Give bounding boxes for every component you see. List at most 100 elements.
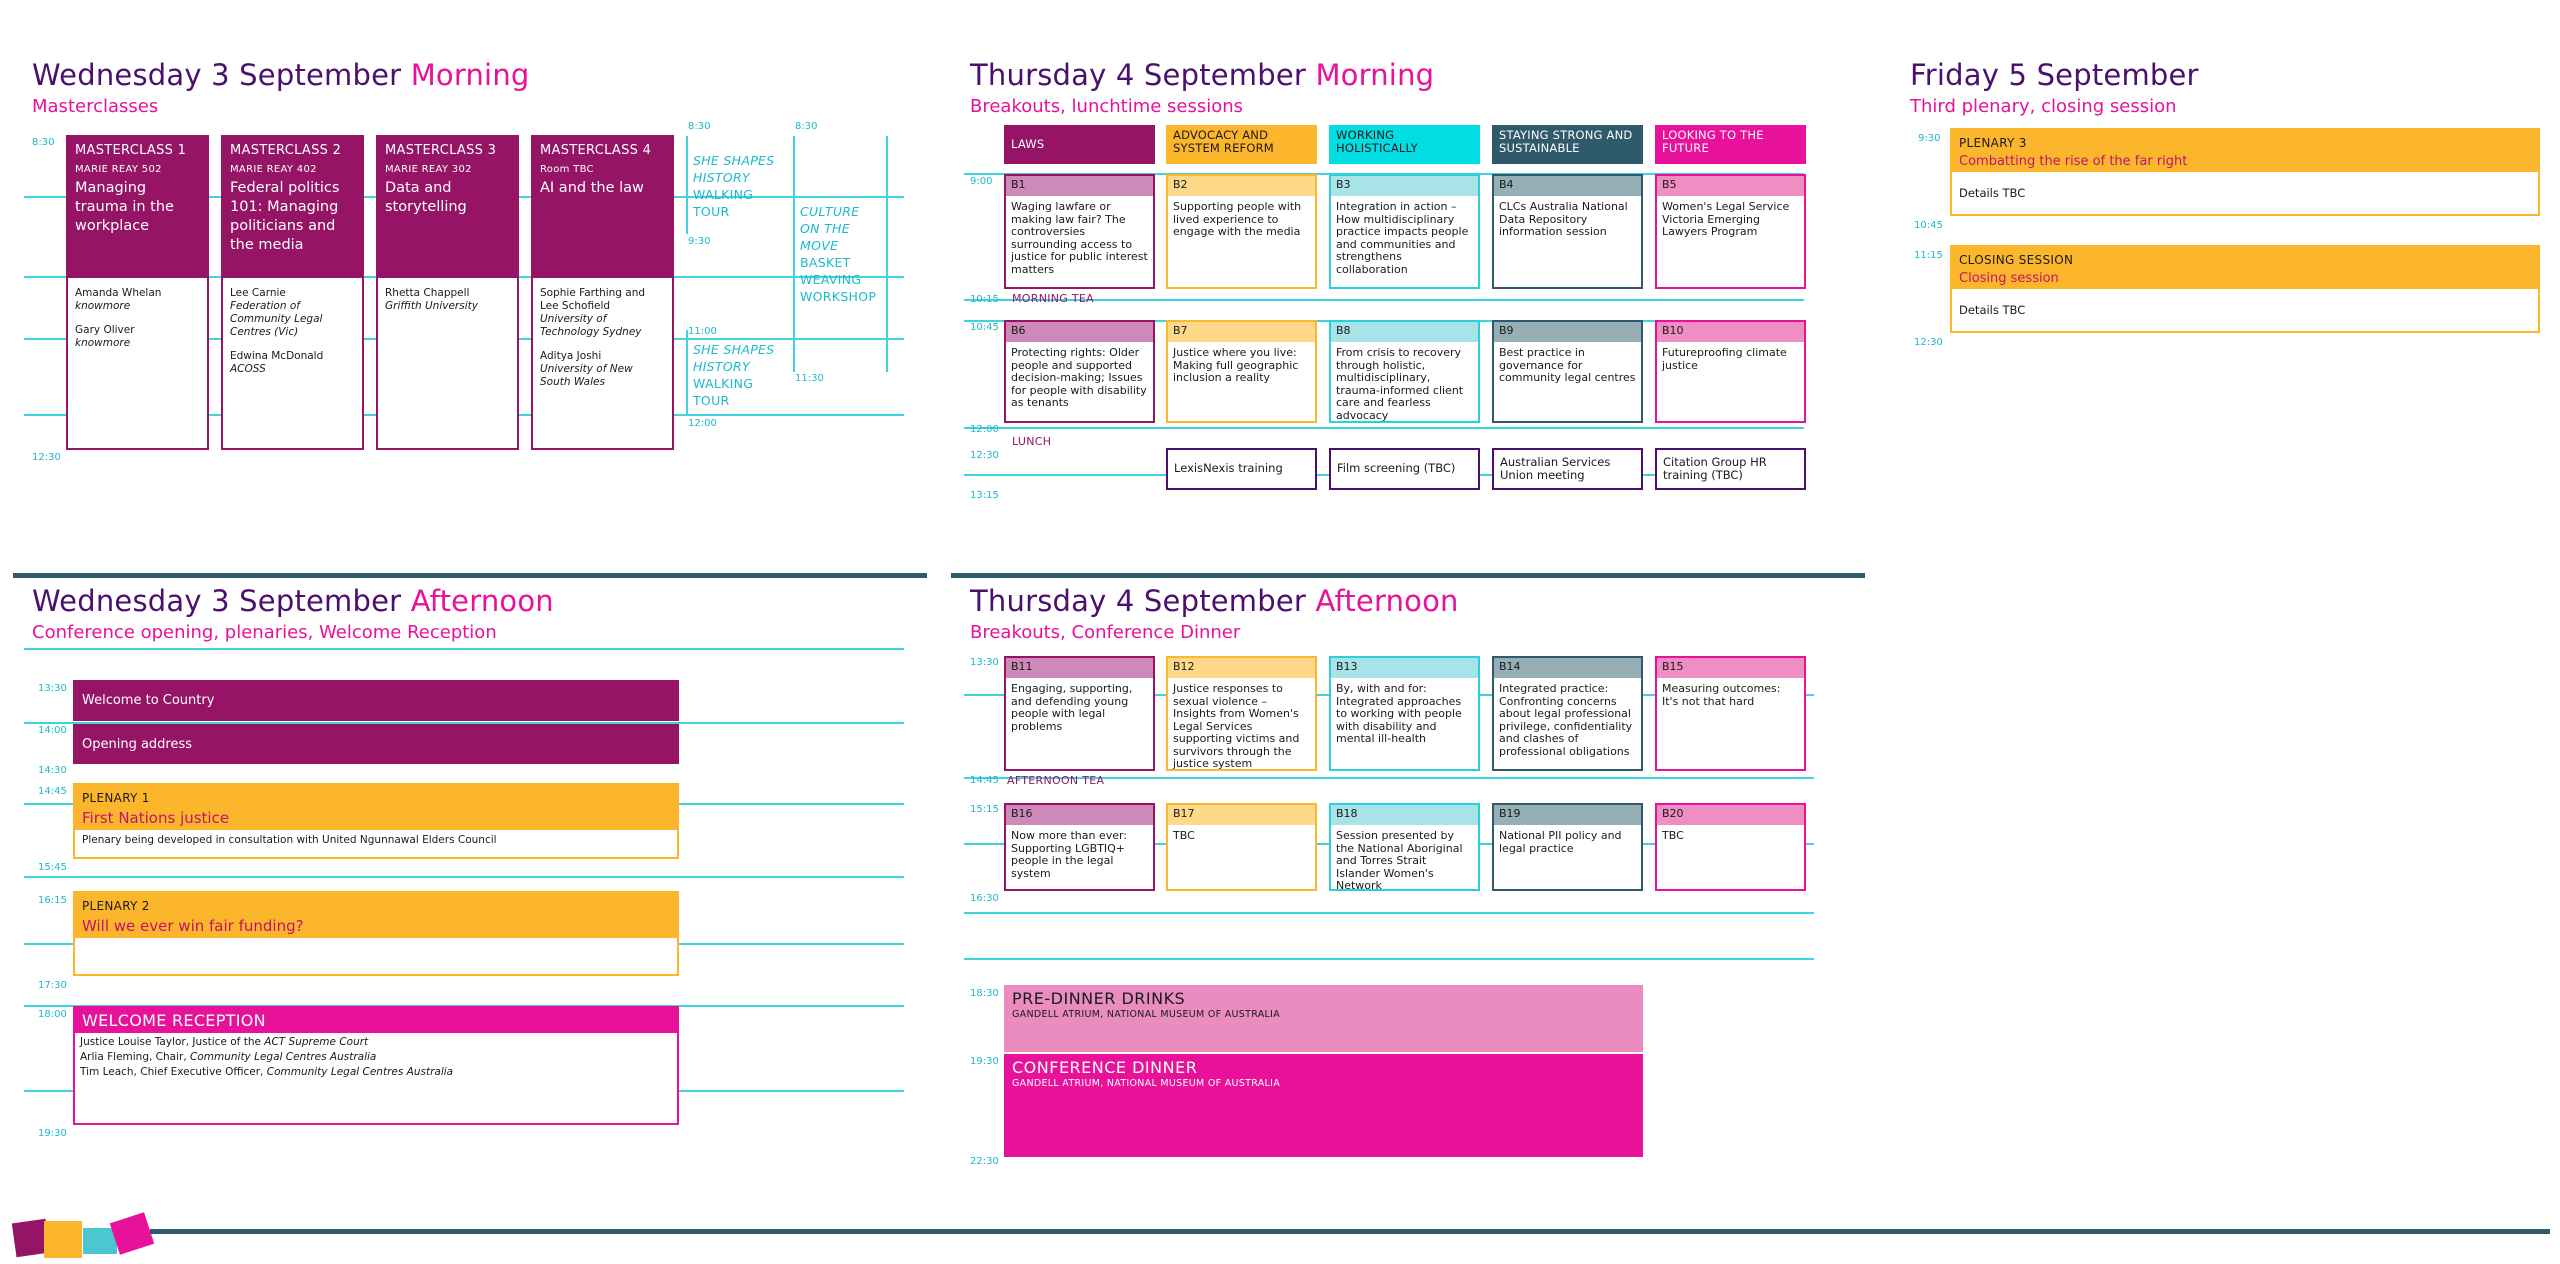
section-divider [13, 573, 927, 578]
tour-line: WALKING [693, 187, 754, 202]
opening-address[interactable]: Opening address [73, 724, 679, 764]
presenter-name: Rhetta Chappell [385, 287, 470, 299]
welcome-to-country[interactable]: Welcome to Country [73, 680, 679, 721]
closing-title: Closing session [1959, 271, 2059, 286]
theme-advocacy: ADVOCACY AND SYSTEM REFORM [1166, 125, 1317, 164]
breakout-card[interactable]: B19 National PII policy and legal practi… [1492, 803, 1643, 891]
breakout-card[interactable]: B7 Justice where you live: Making full g… [1166, 320, 1317, 423]
timeline-line [24, 648, 904, 650]
plenary-1-card[interactable]: PLENARY 1 First Nations justice Plenary … [73, 783, 679, 859]
time-label: 18:30 [970, 988, 999, 999]
time-label: 12:30 [970, 450, 999, 461]
lunch-session[interactable]: Citation Group HR training (TBC) [1655, 448, 1806, 490]
walking-tour-late[interactable]: SHE SHAPES HISTORY WALKING TOUR [693, 341, 774, 409]
masterclass-card[interactable]: MASTERCLASS 3 MARIE REAY 302 Data and st… [376, 135, 519, 450]
masterclass-room: MARIE REAY 502 [75, 164, 162, 175]
breakout-card[interactable]: B14 Integrated practice: Confronting con… [1492, 656, 1643, 771]
plenary-2-card[interactable]: PLENARY 2 Will we ever win fair funding? [73, 891, 679, 976]
pre-dinner-drinks[interactable]: PRE-DINNER DRINKS GANDELL ATRIUM, NATION… [1004, 985, 1643, 1052]
time-label: 9:00 [970, 176, 993, 187]
breakout-code: B16 [1006, 805, 1153, 825]
time-label: 11:15 [1914, 250, 1943, 261]
event-venue: GANDELL ATRIUM, NATIONAL MUSEUM OF AUSTR… [1012, 1078, 1281, 1089]
breakout-card[interactable]: B3 Integration in action – How multidisc… [1329, 174, 1480, 289]
masterclass-title: Managing trauma in the workplace [75, 180, 174, 234]
plenary-label: PLENARY 3 [1959, 136, 2027, 150]
breakout-card[interactable]: B11 Engaging, supporting, and defending … [1004, 656, 1155, 771]
timeline-line [24, 876, 904, 878]
breakout-code: B5 [1657, 176, 1804, 196]
breakout-card[interactable]: B6 Protecting rights: Older people and s… [1004, 320, 1155, 423]
breakout-card[interactable]: B5 Women's Legal Service Victoria Emergi… [1655, 174, 1806, 289]
theme-staying-strong: STAYING STRONG AND SUSTAINABLE [1492, 125, 1643, 164]
tour-line: HISTORY [693, 170, 750, 185]
logo-square-teal [83, 1228, 117, 1254]
breakout-code: B7 [1168, 322, 1315, 342]
breakout-code: B20 [1657, 805, 1804, 825]
tour-bracket [686, 330, 688, 416]
plenary-3-card[interactable]: PLENARY 3 Combatting the rise of the far… [1950, 128, 2540, 216]
time-label: 10:15 [970, 294, 999, 305]
welcome-reception-card[interactable]: WELCOME RECEPTION Justice Louise Taylor,… [73, 1006, 679, 1125]
breakout-code: B3 [1331, 176, 1478, 196]
tour-bracket [686, 136, 688, 234]
breakout-code: B9 [1494, 322, 1641, 342]
plenary-title: First Nations justice [82, 809, 230, 827]
masterclass-name: MASTERCLASS 1 [75, 143, 187, 158]
plenary-details: Plenary being developed in consultation … [82, 834, 497, 846]
breakout-card[interactable]: B15 Measuring outcomes: It's not that ha… [1655, 656, 1806, 771]
breakout-card[interactable]: B1 Waging lawfare or making law fair? Th… [1004, 174, 1155, 289]
breakout-card[interactable]: B17 TBC [1166, 803, 1317, 891]
masterclass-card[interactable]: MASTERCLASS 1 MARIE REAY 502 Managing tr… [66, 135, 209, 450]
time-label: 19:30 [970, 1056, 999, 1067]
breakout-card[interactable]: B12 Justice responses to sexual violence… [1166, 656, 1317, 771]
breakout-desc: Measuring outcomes: It's not that hard [1662, 682, 1781, 708]
breakout-desc: Engaging, supporting, and defending youn… [1011, 682, 1133, 733]
breakout-card[interactable]: B13 By, with and for: Integrated approac… [1329, 656, 1480, 771]
workshop-line: MOVE [800, 238, 839, 253]
lunch-session[interactable]: Film screening (TBC) [1329, 448, 1480, 490]
masterclass-name: MASTERCLASS 3 [385, 143, 497, 158]
time-label: 9:30 [1918, 133, 1941, 144]
lunch-session[interactable]: LexisNexis training [1166, 448, 1317, 490]
lunch-session[interactable]: Australian Services Union meeting [1492, 448, 1643, 490]
breakout-card[interactable]: B4 CLCs Australia National Data Reposito… [1492, 174, 1643, 289]
time-label: 14:45 [970, 775, 999, 786]
time-label: 8:30 [32, 137, 55, 148]
masterclass-title: Federal politics 101: Managing politicia… [230, 180, 340, 253]
breakout-card[interactable]: B10 Futureproofing climate justice [1655, 320, 1806, 423]
tour-line: WALKING [693, 376, 754, 391]
basket-weaving-workshop[interactable]: CULTURE ON THE MOVE BASKET WEAVING WORKS… [800, 203, 876, 305]
workshop-bracket [886, 136, 888, 372]
presenter-org: knowmore [75, 337, 131, 349]
breakout-card[interactable]: B8 From crisis to recovery through holis… [1329, 320, 1480, 423]
breakout-card[interactable]: B20 TBC [1655, 803, 1806, 891]
breakout-desc: CLCs Australia National Data Repository … [1499, 200, 1628, 238]
breakout-card[interactable]: B2 Supporting people with lived experien… [1166, 174, 1317, 289]
breakout-card[interactable]: B16 Now more than ever: Supporting LGBTI… [1004, 803, 1155, 891]
time-label: 22:30 [970, 1156, 999, 1167]
breakout-card[interactable]: B9 Best practice in governance for commu… [1492, 320, 1643, 423]
breakout-card[interactable]: B18 Session presented by the National Ab… [1329, 803, 1480, 892]
breakout-code: B12 [1168, 658, 1315, 678]
closing-details: Details TBC [1959, 303, 2026, 317]
reception-label: WELCOME RECEPTION [75, 1008, 677, 1033]
presenter-org: Federation of Community Legal Centres (V… [230, 300, 323, 338]
conference-dinner[interactable]: CONFERENCE DINNER GANDELL ATRIUM, NATION… [1004, 1054, 1643, 1157]
theme-future: LOOKING TO THE FUTURE [1655, 125, 1806, 164]
masterclass-card[interactable]: MASTERCLASS 4 Room TBC AI and the law So… [531, 135, 674, 450]
breakout-desc: Session presented by the National Aborig… [1336, 829, 1463, 892]
closing-session-card[interactable]: CLOSING SESSION Closing session Details … [1950, 245, 2540, 333]
plenary-details: Details TBC [1959, 186, 2026, 200]
footer-line [150, 1229, 2550, 1234]
breakout-desc: TBC [1662, 829, 1684, 842]
time-label: 9:30 [688, 236, 711, 247]
time-label: 18:00 [38, 1009, 67, 1020]
presenter-org: Griffith University [385, 300, 478, 312]
fri-title: Friday 5 September [1910, 58, 2199, 92]
masterclass-card[interactable]: MASTERCLASS 2 MARIE REAY 402 Federal pol… [221, 135, 364, 450]
morning-tea-label: MORNING TEA [1012, 292, 1095, 305]
masterclass-room: Room TBC [540, 164, 594, 175]
breakout-code: B17 [1168, 805, 1315, 825]
walking-tour-morning[interactable]: SHE SHAPES HISTORY WALKING TOUR [693, 152, 774, 220]
